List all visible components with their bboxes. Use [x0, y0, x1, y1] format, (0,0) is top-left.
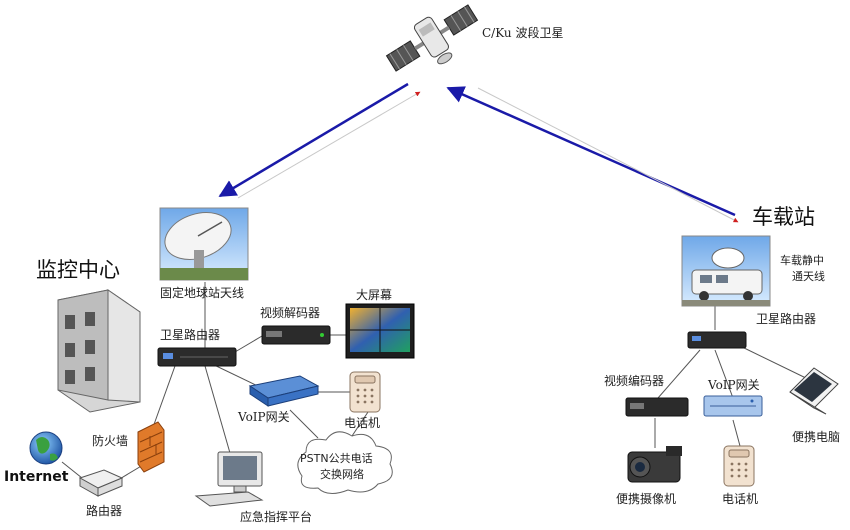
building-icon [57, 289, 141, 413]
pstn-label-line2: 交换网络 [320, 468, 364, 481]
laptop-label: 便携电脑 [792, 430, 841, 444]
laptop-icon [789, 367, 839, 415]
video-encoder-label: 视频编码器 [604, 374, 665, 388]
connection-lines [61, 282, 811, 481]
satellite-router-center-icon [157, 347, 237, 367]
phone-vehicle-label: 电话机 [722, 492, 759, 506]
voip-gateway-vehicle-icon [703, 395, 763, 417]
router-label: 路由器 [86, 504, 123, 518]
big-screen-label: 大屏幕 [356, 288, 393, 302]
satellite-links [218, 82, 739, 223]
video-decoder-label: 视频解码器 [260, 306, 321, 320]
camcorder-icon [627, 446, 682, 483]
pstn-label-line1: PSTN公共电话 [300, 452, 373, 465]
camcorder-label: 便携摄像机 [616, 492, 677, 506]
phone-center-label: 电话机 [344, 416, 381, 430]
firewall-label: 防火墙 [92, 434, 129, 448]
satellite-router-center-label: 卫星路由器 [160, 328, 221, 342]
vehicle-antenna-label-line2: 通天线 [792, 270, 825, 283]
video-encoder-icon [625, 397, 689, 417]
big-screen-icon [345, 303, 415, 359]
globe-icon [29, 431, 63, 465]
router-icon [78, 469, 124, 497]
phone-vehicle-icon [723, 445, 755, 487]
voip-gateway-center-label: VoIP网关 [238, 410, 290, 424]
voip-gateway-vehicle-label: VoIP网关 [708, 378, 760, 392]
internet-label: Internet [4, 469, 69, 485]
voip-gateway-center-icon [248, 375, 320, 407]
firewall-icon [137, 421, 165, 473]
pstn-cloud-icon [297, 431, 393, 494]
satellite-router-vehicle-icon [687, 331, 747, 349]
vehicle-antenna-image [681, 235, 771, 307]
emergency-pc-icon [194, 451, 264, 507]
vehicle-station-title: 车载站 [752, 205, 815, 229]
satellite-router-vehicle-label: 卫星路由器 [756, 312, 817, 326]
emergency-platform-label: 应急指挥平台 [240, 510, 313, 524]
fixed-antenna-label: 固定地球站天线 [160, 286, 245, 300]
satellite-label: C/Ku 波段卫星 [482, 26, 564, 40]
vehicle-antenna-label-line1: 车载静中 [780, 254, 824, 267]
phone-center-icon [349, 371, 381, 413]
monitor-center-title: 监控中心 [36, 258, 120, 282]
video-decoder-icon [261, 325, 331, 345]
satellite-icon [385, 4, 479, 72]
fixed-antenna-image [159, 207, 249, 281]
